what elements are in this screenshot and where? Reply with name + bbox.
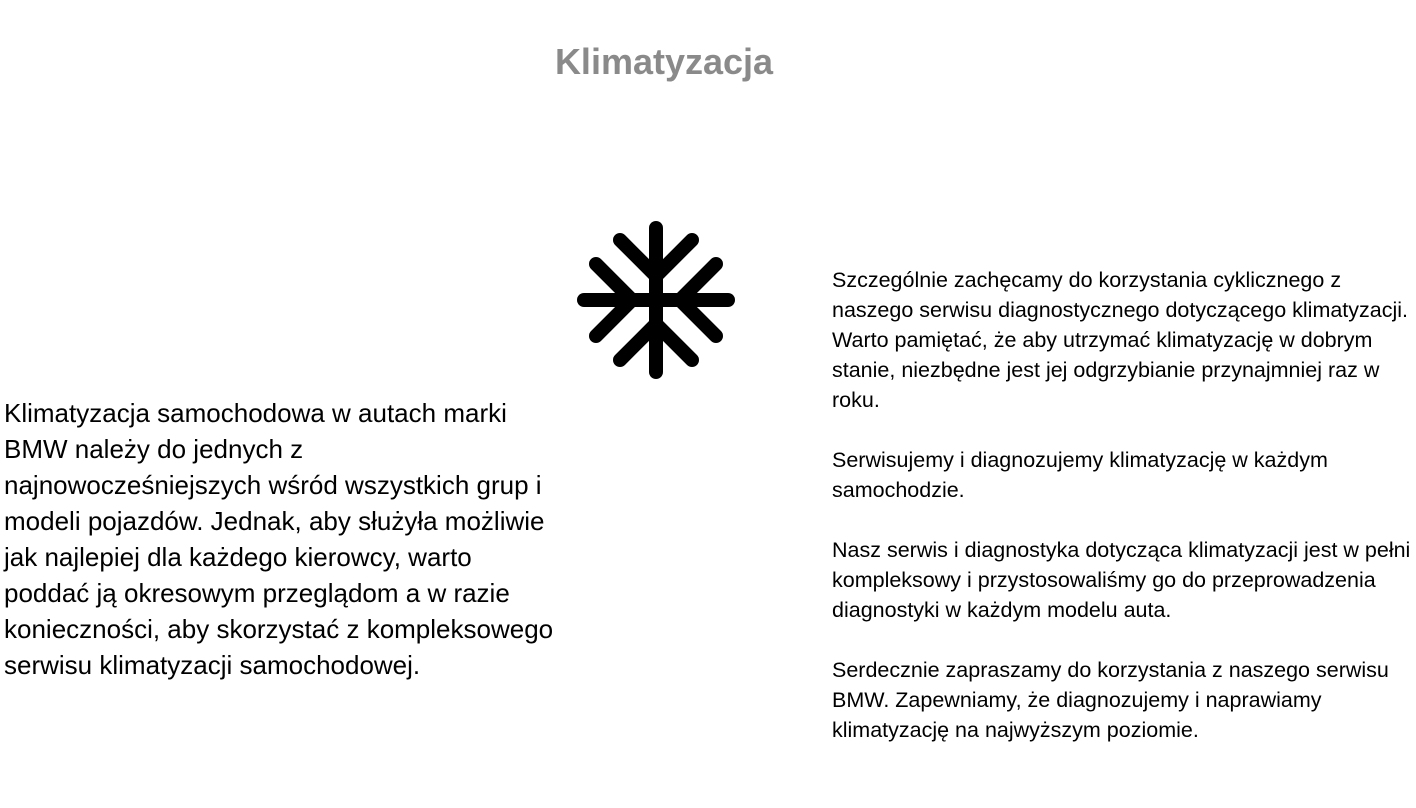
- info-column: Szczególnie zachęcamy do korzystania cyk…: [832, 265, 1412, 775]
- info-paragraph-3: Nasz serwis i diagnostyka dotycząca klim…: [832, 538, 1411, 622]
- info-paragraph-2: Serwisujemy i diagnozujemy klimatyzację …: [832, 448, 1328, 502]
- page-title: Klimatyzacja: [554, 41, 774, 82]
- intro-paragraph: Klimatyzacja samochodowa w autach marki …: [4, 398, 554, 680]
- info-paragraph-1: Szczególnie zachęcamy do korzystania cyk…: [832, 268, 1409, 412]
- snowflake-icon: [576, 220, 736, 380]
- info-paragraph-4: Serdecznie zapraszamy do korzystania z n…: [832, 658, 1389, 742]
